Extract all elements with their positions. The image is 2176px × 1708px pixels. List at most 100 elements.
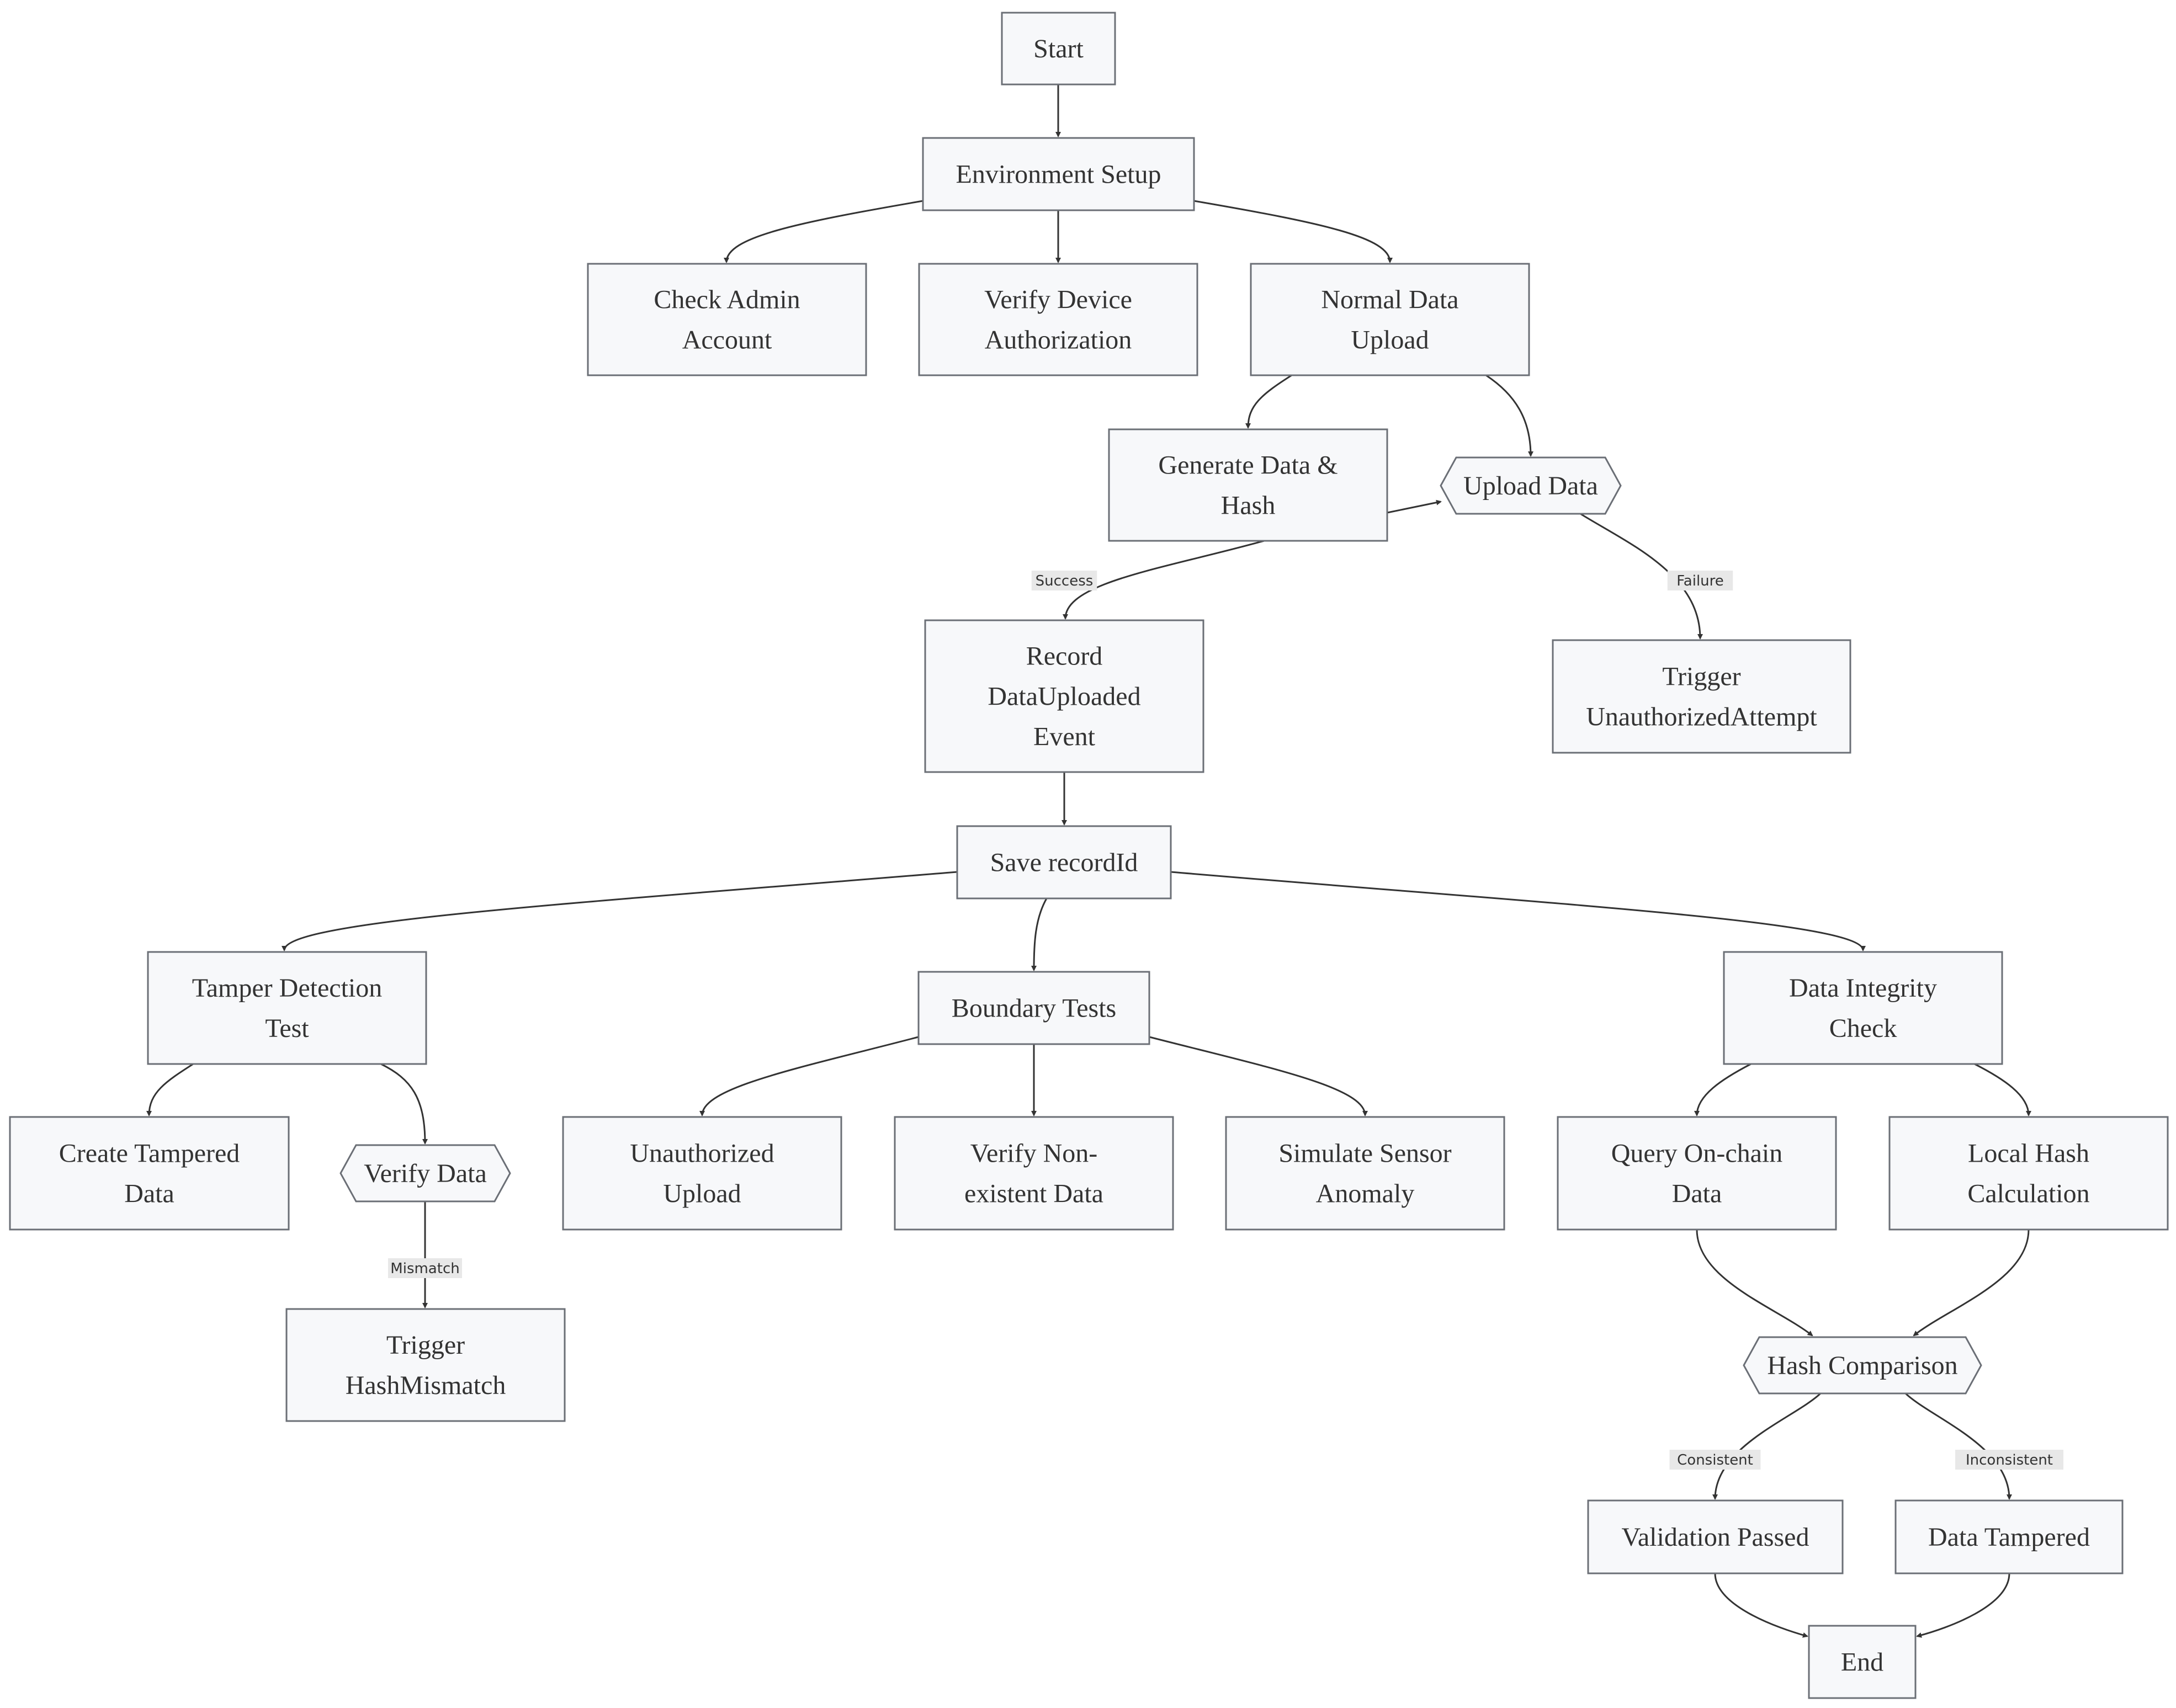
node-label-line: Verify Non- — [970, 1139, 1098, 1168]
node-label-line: Upload — [663, 1179, 741, 1209]
node-label-line: Save recordId — [990, 848, 1138, 877]
edge-integrity-to-query — [1694, 1063, 1752, 1116]
node-label-line: Create Tampered — [59, 1139, 240, 1168]
node-shape-rect — [1552, 639, 1851, 754]
node-label-line: Hash Comparison — [1767, 1351, 1957, 1380]
node-shape-rect — [147, 951, 427, 1065]
node-shape-rect — [587, 263, 867, 376]
edge-label-background — [1667, 571, 1733, 590]
node-label-line: Normal Data — [1321, 285, 1458, 315]
node-env: Environment Setup — [922, 137, 1195, 211]
edge-env-to-admin — [724, 200, 924, 263]
node-shape-rect — [917, 971, 1150, 1045]
node-label-line: Verify Data — [364, 1159, 487, 1188]
node-label-line: Account — [682, 326, 772, 355]
edge-label: Consistent — [1669, 1450, 1761, 1470]
node-shape-hexagon — [339, 1144, 511, 1202]
node-shape-rect — [1250, 263, 1530, 376]
node-label-line: Validation Passed — [1622, 1523, 1809, 1552]
node-start: Start — [1001, 12, 1116, 86]
node-shape-rect — [918, 263, 1198, 376]
node-label-line: Authorization — [985, 326, 1132, 355]
node-shape-rect — [1587, 1499, 1844, 1574]
node-label-line: Trigger — [386, 1331, 465, 1360]
edge-boundary-to-unauth_upload — [699, 1036, 919, 1116]
node-label-line: Event — [1033, 722, 1096, 752]
node-label-line: UnauthorizedAttempt — [1586, 703, 1817, 732]
edge-label-background — [388, 1258, 462, 1278]
node-shape-rect — [1557, 1116, 1837, 1231]
node-label-line: Simulate Sensor — [1278, 1139, 1451, 1168]
node-label-line: End — [1841, 1648, 1883, 1677]
node-label-line: Data — [124, 1179, 174, 1209]
node-label-line: Start — [1033, 34, 1084, 63]
node-label-line: Generate Data & — [1158, 451, 1338, 480]
edge-integrity-to-local_hash — [1974, 1063, 2031, 1116]
node-upload: Upload Data — [1440, 456, 1622, 515]
node-label-line: Check Admin — [654, 285, 800, 315]
node-shape-rect — [285, 1308, 566, 1422]
node-shape-rect — [1723, 951, 2003, 1065]
edge-tampered-to-end — [1916, 1573, 2010, 1638]
node-normal: Normal DataUpload — [1250, 263, 1530, 376]
edge-upload-to-record — [1063, 540, 1265, 620]
edge-passed-to-end — [1714, 1573, 1808, 1638]
node-label-line: DataUploaded — [988, 682, 1140, 711]
node-verify_non: Verify Non-existent Data — [894, 1116, 1174, 1231]
node-label-line: Test — [265, 1014, 309, 1043]
edge-save-to-integrity — [1170, 871, 1866, 951]
node-gen: Generate Data & Hash — [1108, 428, 1388, 542]
node-shape-rect — [1894, 1499, 2124, 1574]
node-label-line: Upload Data — [1463, 471, 1598, 501]
node-shape-rect — [922, 137, 1195, 211]
node-label-line: HashMismatch — [346, 1371, 506, 1400]
edge-label: Success — [1031, 571, 1097, 590]
node-tampered: Data Tampered — [1894, 1499, 2124, 1574]
node-shape-rect — [1888, 1116, 2169, 1231]
edges-layer — [146, 84, 2031, 1638]
node-label-line: Verify Device — [984, 285, 1132, 315]
node-label-line: Check — [1829, 1014, 1897, 1043]
node-shape-rect — [1108, 428, 1388, 542]
edge-save-to-boundary — [1031, 898, 1048, 971]
node-label-line: Local Hash — [1968, 1139, 2089, 1168]
node-label-line: Anomaly — [1316, 1179, 1415, 1209]
node-shape-rect — [956, 825, 1172, 900]
edge-save-to-tamper — [282, 871, 958, 951]
node-verify_data: Verify Data — [339, 1144, 511, 1202]
node-shape-hexagon — [1743, 1336, 1982, 1395]
edge-label-text: Mismatch — [390, 1260, 459, 1277]
edge-label-text: Inconsistent — [1966, 1452, 2053, 1468]
edge-hash_cmp-to-tampered — [1904, 1392, 2012, 1500]
edge-env-to-normal — [1193, 200, 1393, 263]
node-shape-rect — [1001, 12, 1116, 86]
edge-label-text: Failure — [1676, 573, 1724, 589]
node-label-line: Calculation — [1967, 1179, 2089, 1209]
node-end: End — [1808, 1625, 1917, 1699]
node-shape-rect — [1808, 1625, 1917, 1699]
edge-label-background — [1669, 1450, 1761, 1470]
node-save: Save recordId — [956, 825, 1172, 900]
node-label-line: Tamper Detection — [192, 973, 382, 1003]
node-label-line: Record — [1026, 642, 1103, 671]
node-shape-hexagon — [1440, 456, 1622, 515]
node-label-line: Trigger — [1662, 662, 1740, 691]
edge-label: Mismatch — [388, 1258, 462, 1278]
edge-label-text: Consistent — [1677, 1452, 1753, 1468]
edge-label-background — [1955, 1450, 2063, 1470]
node-label-line: Hash — [1221, 491, 1276, 520]
edge-upload-to-unauth_attempt — [1580, 513, 1703, 640]
node-shape-rect — [894, 1116, 1174, 1231]
edge-label: Inconsistent — [1955, 1450, 2063, 1470]
node-boundary: Boundary Tests — [917, 971, 1150, 1045]
node-label-line: existent Data — [964, 1179, 1103, 1209]
